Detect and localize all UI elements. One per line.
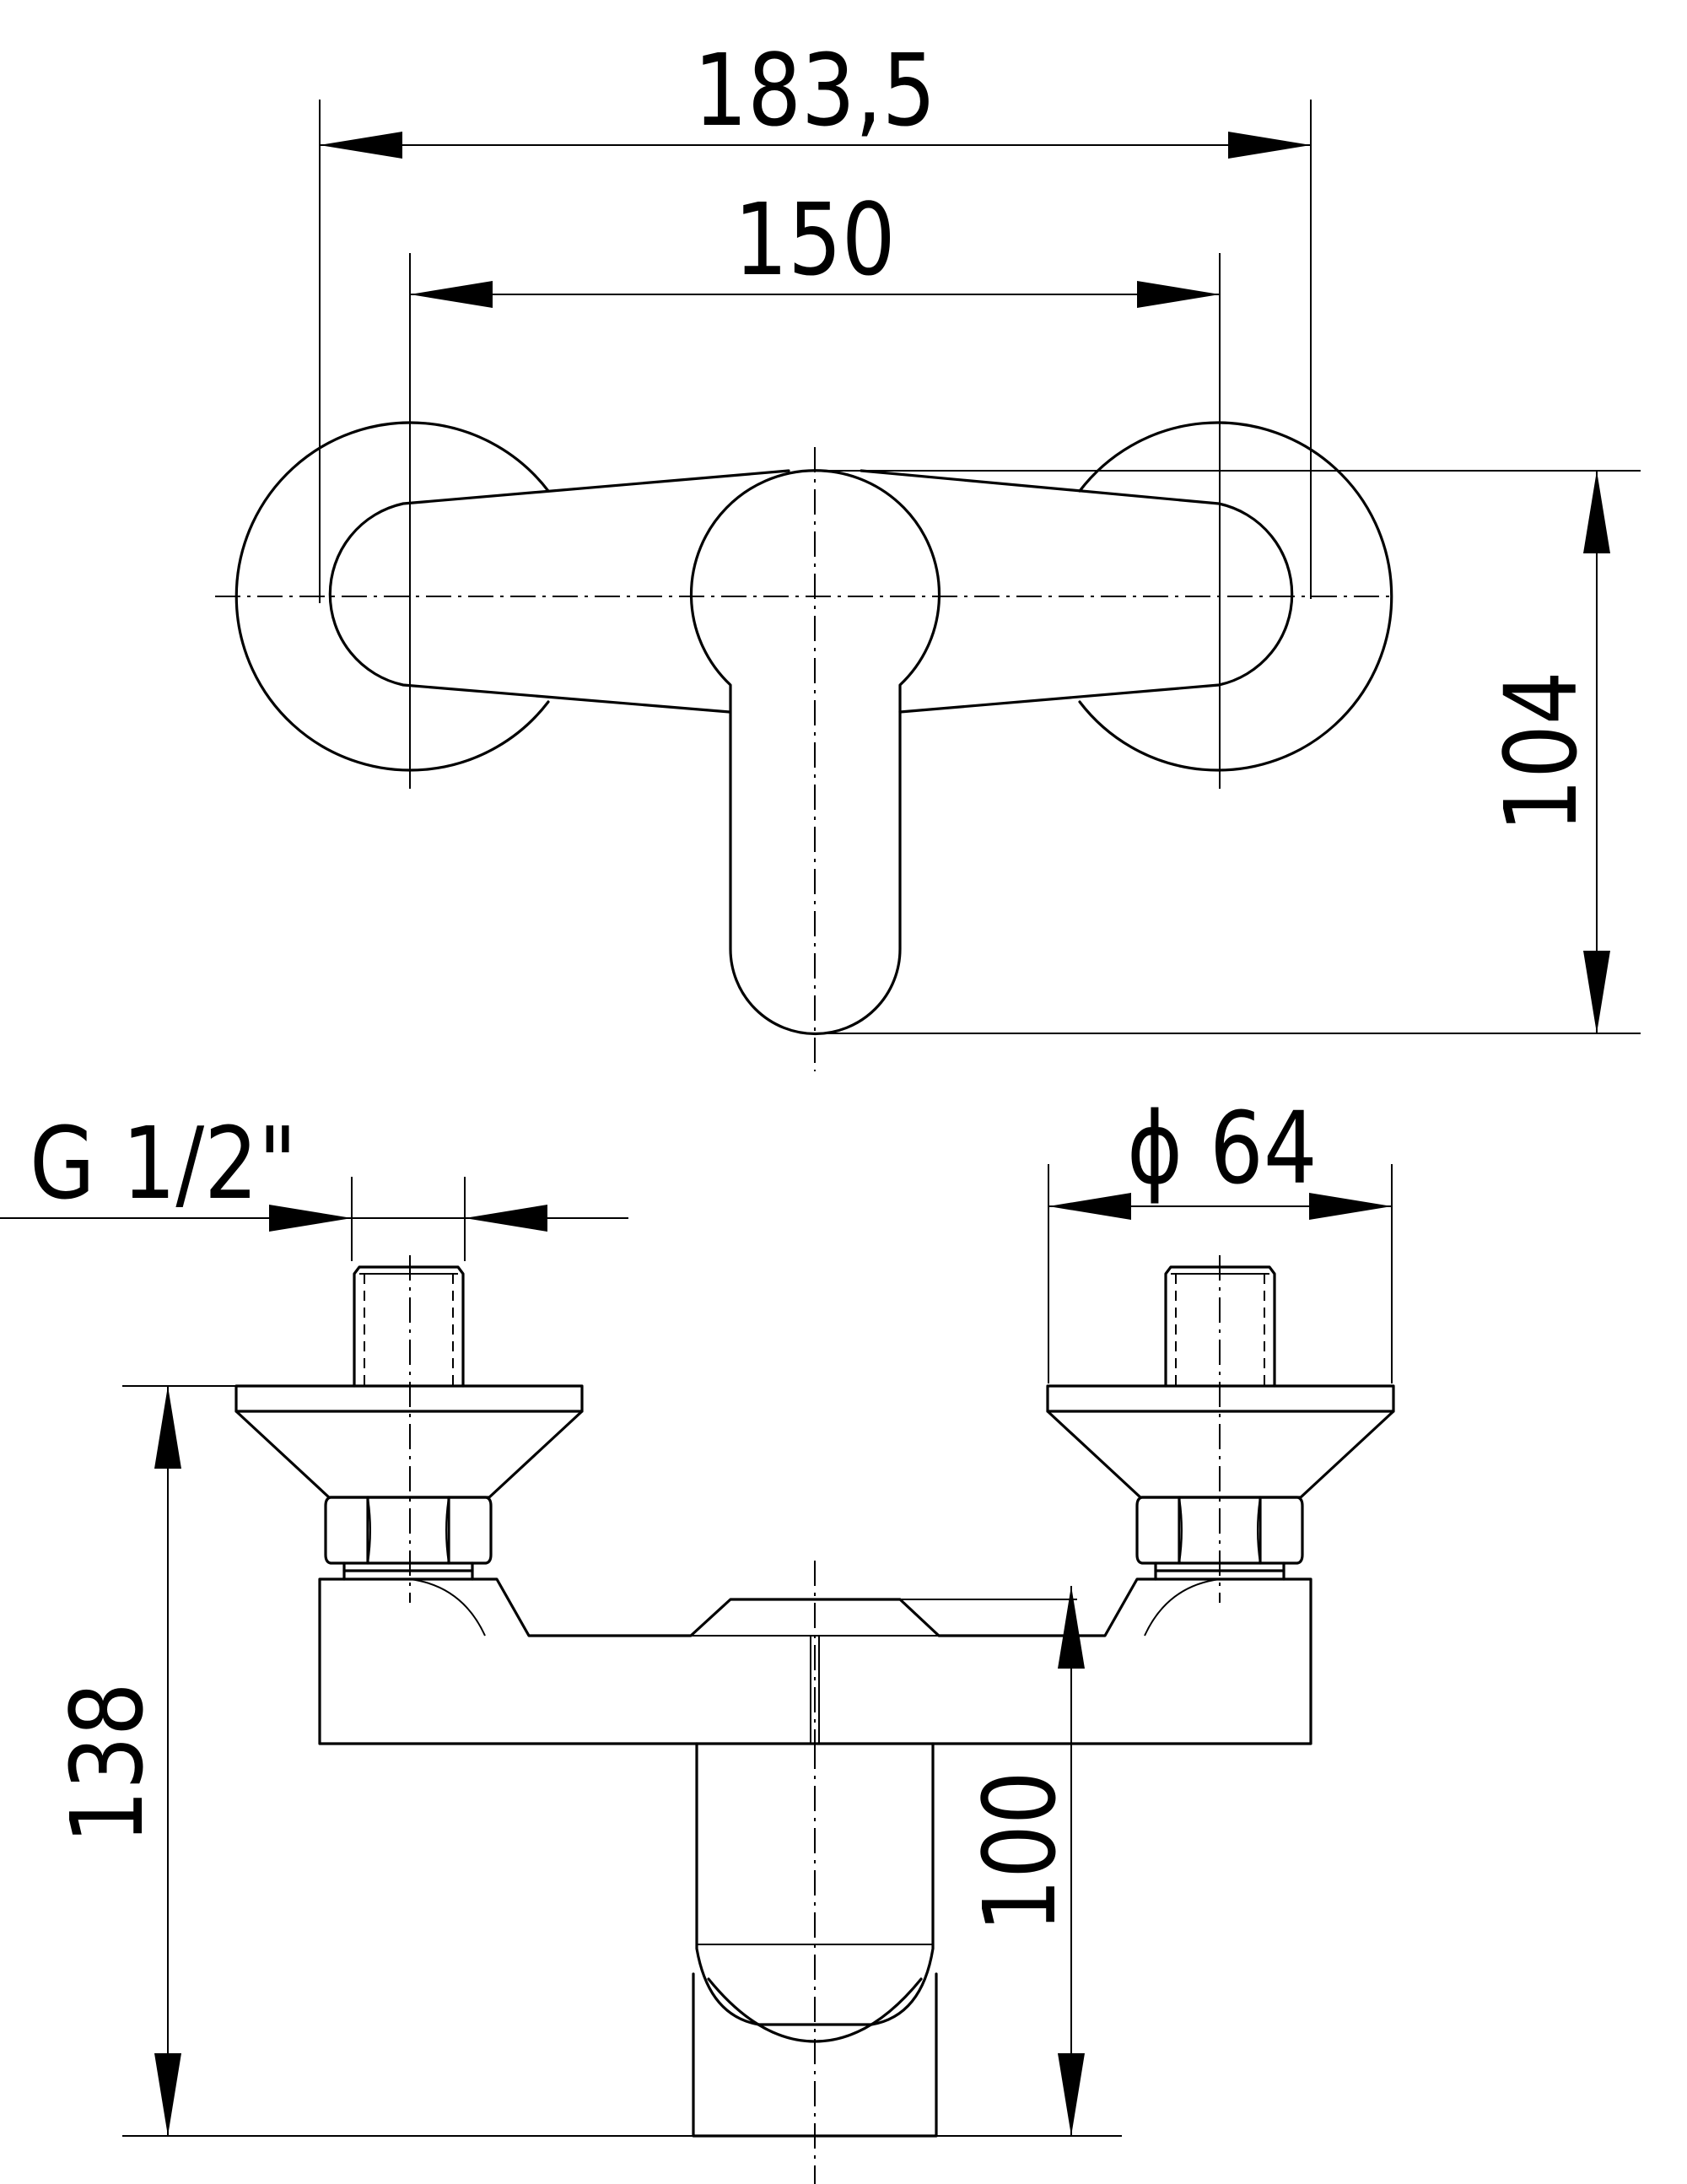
dimension-inlet-spacing: 150 <box>409 181 1221 789</box>
dimension-thread-size: G 1/2" <box>0 1105 628 1261</box>
dimension-top-view-depth: 104 <box>815 470 1641 1034</box>
dimension-spout-height: 100 <box>962 1586 1085 2136</box>
right-thread-stub <box>1164 1265 1276 1388</box>
left-nut <box>324 1496 493 1565</box>
spout <box>692 1742 938 2184</box>
rosette-diameter-label: ϕ 64 <box>1127 1090 1318 1206</box>
right-rosette <box>1078 421 1393 772</box>
spout-stem <box>695 1742 935 2026</box>
top-view: 183,5 150 104 <box>215 32 1641 1071</box>
right-nut <box>1135 1496 1304 1565</box>
inlet-spacing-label: 150 <box>734 181 895 298</box>
right-inlet-assembly <box>1046 1255 1395 1603</box>
overall-height-label: 138 <box>49 1682 165 1843</box>
top-body-bar <box>328 469 1294 714</box>
lever-handle-top <box>689 469 941 1036</box>
left-thread-stub <box>353 1265 465 1388</box>
mixer-body <box>318 1561 1312 1745</box>
dimension-rosette-diameter: ϕ 64 <box>1048 1090 1393 1383</box>
dimension-overall-width: 183,5 <box>319 32 1312 603</box>
left-inlet-assembly <box>234 1255 584 1603</box>
front-view: G 1/2" ϕ 64 <box>0 1090 1395 2184</box>
spout-height-label: 100 <box>962 1771 1078 1932</box>
dimension-overall-height: 138 <box>49 1385 1122 2137</box>
overall-width-label: 183,5 <box>693 32 935 148</box>
thread-size-label: G 1/2" <box>30 1105 297 1221</box>
top-view-depth-label: 104 <box>1483 671 1599 832</box>
